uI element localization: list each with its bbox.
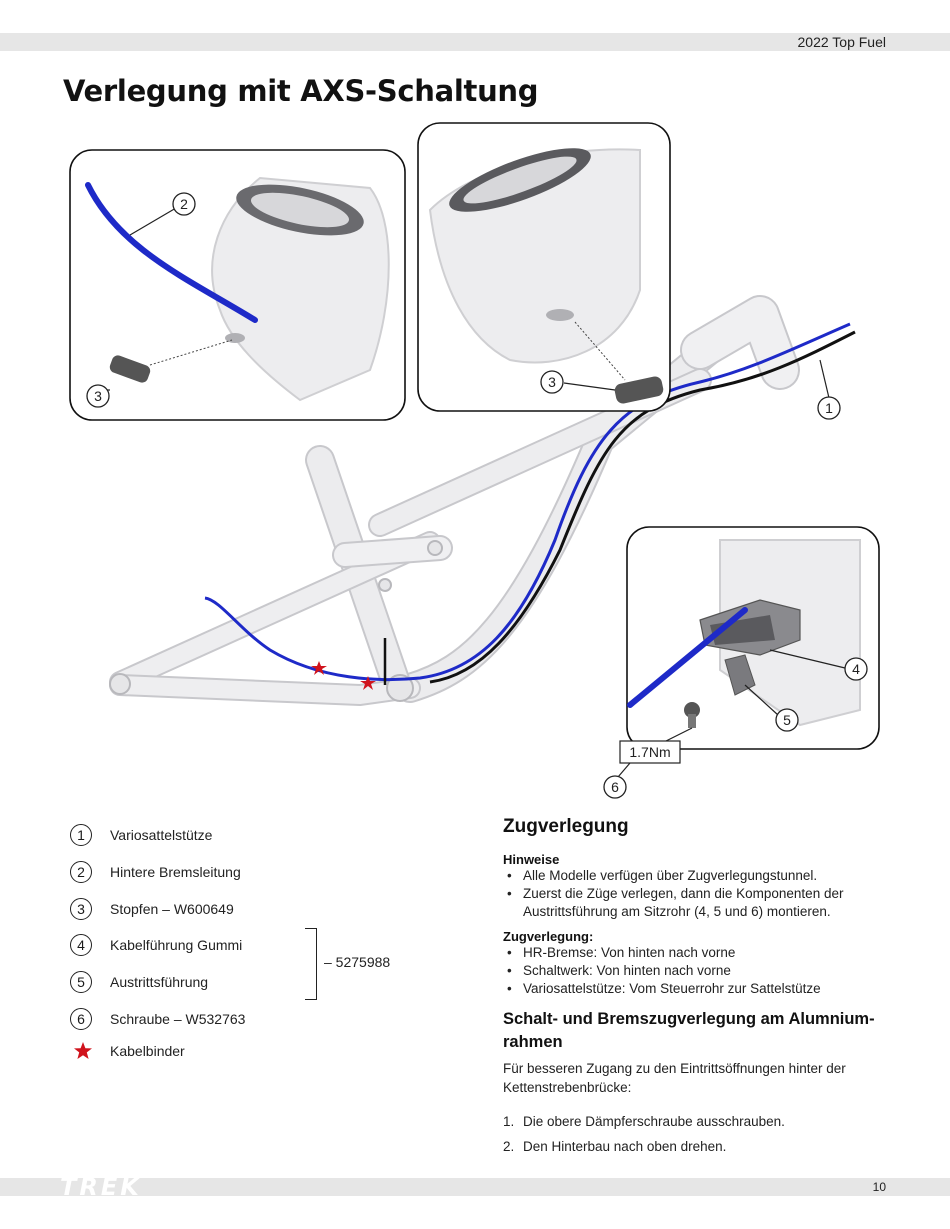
callout-6: 6	[611, 779, 619, 795]
footer-band	[0, 1178, 950, 1196]
legend-label: Hintere Bremsleitung	[110, 864, 241, 880]
frame-routing-illustration: 1 2 3 3 4	[69, 122, 880, 799]
legend-label: Austrittsführung	[110, 974, 209, 990]
legend-item: 6 Schraube – W532763	[70, 1006, 245, 1032]
aluminium-paragraph: Für besseren Zugang zu den Eintrittsöffn…	[503, 1061, 846, 1095]
legend-label: Schraube – W532763	[110, 1011, 246, 1027]
list-item: Schaltwerk: Von hinten nach vorne	[503, 962, 893, 980]
list-item: 1. Die obere Dämpferschraube ausschrauben…	[503, 1113, 893, 1131]
part-number-label: – 5275988	[324, 954, 391, 970]
step-text: Die obere Dämpferschraube ausschrauben.	[523, 1114, 785, 1129]
zip-tie-star-icon	[311, 661, 327, 675]
notes-list: Alle Modelle verfügen über Zugverlegungs…	[503, 867, 893, 921]
legend-item: 3 Stopfen – W600649	[70, 896, 234, 922]
legend-label: Stopfen – W600649	[110, 901, 234, 917]
header-band	[0, 33, 950, 51]
inset-head-tube-plug: 3	[417, 122, 671, 412]
step-number: 1.	[503, 1114, 515, 1129]
legend-item: 1 Variosattelstütze	[70, 822, 212, 848]
list-item: Variosattelstütze: Vom Steuerrohr zur Sa…	[503, 980, 893, 998]
list-item: HR-Bremse: Von hinten nach vorne	[503, 944, 893, 962]
steps-list: 1. Die obere Dämpferschraube ausschrauben…	[503, 1113, 893, 1156]
zip-tie-star-icon	[360, 676, 376, 690]
callout-3: 3	[94, 388, 102, 404]
trek-logo: TREK	[60, 1176, 142, 1198]
list-item: 2. Den Hinterbau nach oben drehen.	[503, 1138, 893, 1156]
bracket	[305, 928, 317, 1000]
torque-label: 1.7Nm	[629, 744, 670, 760]
routing-section: Zugverlegung Hinweise Alle Modelle verfü…	[503, 816, 893, 1156]
dropper-cable-line	[429, 330, 856, 684]
inset-seat-tube-brake-entry: 2 3	[69, 149, 406, 421]
step-text: Den Hinterbau nach oben drehen.	[523, 1139, 727, 1154]
step-number: 2.	[503, 1139, 515, 1154]
legend-label: Kabelführung Gummi	[110, 937, 243, 953]
aluminium-subtitle: Schalt- und Bremszugverlegung am Alumniu…	[503, 1010, 875, 1051]
legend-number: 3	[70, 898, 92, 920]
legend-item-zip-tie: Kabelbinder	[70, 1038, 185, 1064]
callout-4: 4	[852, 661, 860, 677]
legend-label: Variosattelstütze	[110, 827, 213, 843]
routing-heading: Zugverlegung:	[503, 929, 594, 944]
document-title: 2022 Top Fuel	[797, 34, 886, 50]
page-number: 10	[872, 1180, 886, 1194]
page-title: Verlegung mit AXS-Schaltung	[63, 74, 539, 108]
callout-3b: 3	[548, 374, 556, 390]
list-item: Alle Modelle verfügen über Zugverlegungs…	[503, 867, 893, 885]
notes-heading: Hinweise	[503, 852, 560, 867]
legend-number: 6	[70, 1008, 92, 1030]
legend-item: 2 Hintere Bremsleitung	[70, 859, 241, 885]
parts-legend: 1 Variosattelstütze 2 Hintere Bremsleitu…	[70, 822, 450, 1062]
legend-number: 1	[70, 824, 92, 846]
legend-item: 4 Kabelführung Gummi	[70, 932, 242, 958]
brake-line	[204, 322, 851, 682]
callout-1: 1	[825, 400, 833, 416]
star-icon	[70, 1038, 96, 1064]
legend-number: 5	[70, 971, 92, 993]
routing-list: HR-Bremse: Von hinten nach vorne Schaltw…	[503, 944, 893, 998]
inset-exit-guide: 4 5	[626, 526, 880, 750]
callout-2: 2	[180, 196, 188, 212]
list-item: Zuerst die Züge verlegen, dann die Kompo…	[503, 885, 893, 921]
legend-number: 2	[70, 861, 92, 883]
callout-5: 5	[783, 712, 791, 728]
svg-text:TREK: TREK	[60, 1176, 142, 1198]
legend-label: Kabelbinder	[110, 1043, 185, 1059]
section-title: Zugverlegung	[503, 816, 629, 837]
legend-item: 5 Austrittsführung	[70, 969, 208, 995]
legend-number: 4	[70, 934, 92, 956]
